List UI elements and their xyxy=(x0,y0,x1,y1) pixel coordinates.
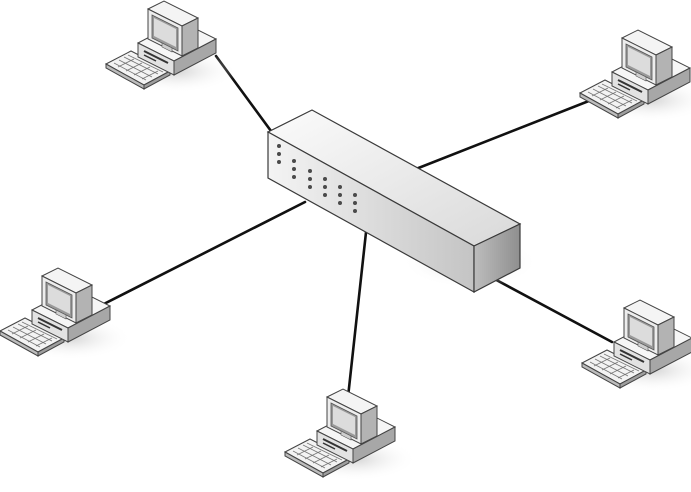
cables xyxy=(90,54,634,445)
computer-icon-top-left xyxy=(105,0,239,94)
port-lights xyxy=(277,144,357,213)
computer-icon-bottom xyxy=(284,388,418,482)
cable-left xyxy=(90,200,307,312)
computer-icon-top-right xyxy=(579,29,691,123)
computer-icon-bottom-right xyxy=(581,299,691,393)
network-switch-icon xyxy=(266,109,538,294)
computer-icon-left xyxy=(0,267,133,361)
